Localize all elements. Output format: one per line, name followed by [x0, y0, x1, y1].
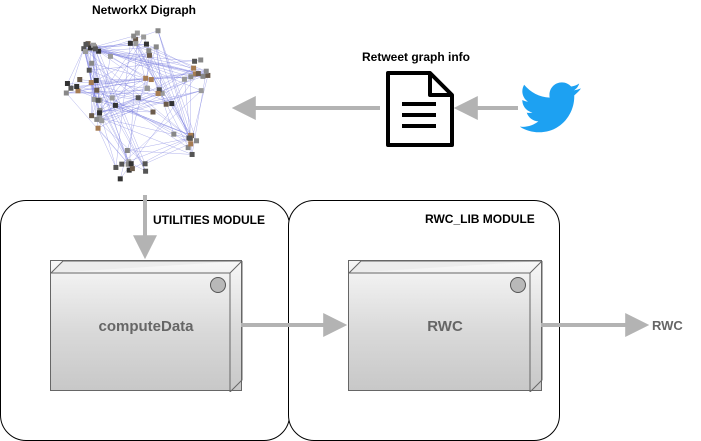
retweet-graph-info-title: Retweet graph info	[362, 50, 471, 64]
rwc-output-label: RWC	[652, 318, 683, 333]
component-status-circle	[510, 277, 526, 293]
rwc-component: RWC	[348, 260, 543, 392]
component-status-circle	[210, 277, 226, 293]
rwc-lib-module-title: RWC_LIB MODULE	[425, 212, 535, 226]
compute-data-component: computeData	[50, 260, 243, 392]
rwc-component-label: RWC	[427, 318, 463, 335]
networkx-digraph-title: NetworkX Digraph	[92, 3, 197, 17]
compute-data-label: computeData	[98, 318, 194, 335]
twitter-bird-icon	[519, 82, 582, 134]
utilities-module-title: UTILITIES MODULE	[153, 213, 265, 227]
network-graph-icon	[60, 18, 230, 193]
document-icon	[384, 69, 456, 149]
